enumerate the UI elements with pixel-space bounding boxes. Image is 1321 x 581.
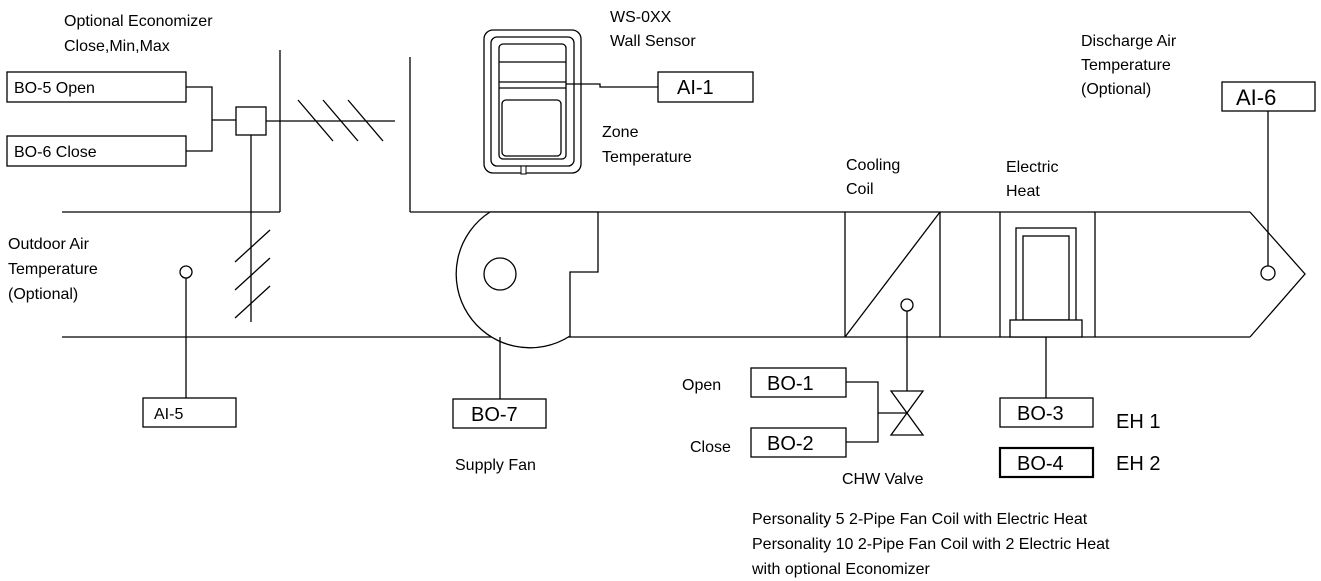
wall-sensor-line2: Wall Sensor — [610, 33, 696, 50]
bo4-label: BO-4 — [1017, 453, 1064, 475]
heater-base — [1009, 319, 1083, 338]
ai1-label: AI-1 — [677, 77, 714, 99]
bo7-box — [452, 398, 547, 429]
electric-heat-line1: Electric — [1006, 159, 1058, 176]
discharge-label-line2: Temperature — [1081, 57, 1171, 74]
zone-temp-line2: Temperature — [602, 149, 692, 166]
discharge-sensor-icon — [1260, 265, 1276, 281]
fan-hub-icon — [483, 257, 517, 291]
valve-body-bottom — [889, 411, 925, 436]
outdoor-label-line3: (Optional) — [8, 286, 78, 303]
caption: Personality 5 2-Pipe Fan Coil with Elect… — [751, 511, 1110, 578]
bo1-box — [750, 367, 847, 398]
outdoor-damper-blade-3 — [234, 285, 271, 319]
outdoor-damper-blade-2 — [234, 257, 271, 291]
valve-sensor-icon — [900, 298, 914, 312]
cooling-coil-line1: Cooling — [846, 157, 900, 174]
ai6-label: AI-6 — [1236, 85, 1276, 110]
open-label: Open — [682, 377, 721, 394]
wall-sensor-bezel — [490, 36, 575, 167]
ai5-label: AI-5 — [154, 406, 183, 423]
close-label: Close — [690, 439, 731, 456]
wall-sensor: WS-0XX Wall Sensor AI-1 Zone Temperature — [483, 9, 754, 175]
zone-temp-line1: Zone — [602, 124, 639, 141]
bo2-box — [750, 427, 847, 458]
wall-sensor-tab — [520, 165, 527, 175]
return-damper-blade-2 — [322, 99, 359, 142]
bo5-open-label: BO-5 Open — [14, 80, 95, 97]
eh2-label: EH 2 — [1116, 453, 1160, 475]
duct-discharge-end — [1249, 211, 1306, 338]
outdoor-sensor-icon — [179, 265, 193, 279]
return-damper-blade-3 — [347, 99, 384, 142]
cooling-coil: Cooling Coil BO-1 BO-2 Open Close CHW Va… — [682, 157, 941, 488]
supply-fan: BO-7 Supply Fan — [452, 211, 599, 474]
valve-body-top — [889, 390, 925, 415]
caption-line1: Personality 5 2-Pipe Fan Coil with Elect… — [752, 511, 1088, 528]
caption-line2: Personality 10 2-Pipe Fan Coil with 2 El… — [752, 536, 1110, 553]
bo6-close-label: BO-6 Close — [14, 144, 97, 161]
ai6-box — [1221, 81, 1316, 112]
bo6-close-box — [6, 135, 187, 167]
wall-sensor-body — [483, 29, 582, 174]
return-damper-blade-1 — [297, 99, 334, 142]
wall-sensor-line1: WS-0XX — [610, 9, 672, 26]
ai1-box — [657, 71, 754, 103]
fan-housing — [455, 211, 599, 349]
economizer-title-line2: Close,Min,Max — [64, 38, 170, 55]
heater-element — [1022, 235, 1070, 321]
bo1-label: BO-1 — [767, 373, 814, 395]
damper-actuator — [235, 106, 267, 136]
economizer-bracket — [186, 86, 213, 152]
outdoor-label-line2: Temperature — [8, 261, 98, 278]
economizer-assembly: Optional Economizer Close,Min,Max BO-5 O… — [6, 13, 395, 322]
discharge-label-line1: Discharge Air — [1081, 33, 1177, 50]
chw-valve-label: CHW Valve — [842, 471, 924, 488]
bo7-label: BO-7 — [471, 404, 518, 426]
discharge-label-line3: (Optional) — [1081, 81, 1151, 98]
outdoor-damper-blade-1 — [234, 229, 271, 263]
wall-sensor-face — [498, 43, 567, 160]
bo3-box — [999, 397, 1094, 428]
outdoor-air-sensor: Outdoor Air Temperature (Optional) AI-5 — [8, 236, 237, 428]
electric-heat-line2: Heat — [1006, 183, 1040, 200]
wall-sensor-display — [501, 99, 562, 157]
bo4-box — [998, 446, 1095, 479]
valve-bracket — [846, 381, 879, 443]
coil-diagonal — [844, 211, 941, 338]
bo2-label: BO-2 — [767, 433, 814, 455]
discharge-air-sensor: Discharge Air Temperature (Optional) AI-… — [1081, 33, 1316, 281]
caption-line3: with optional Economizer — [751, 561, 931, 578]
eh1-label: EH 1 — [1116, 411, 1160, 433]
bo5-open-box — [6, 71, 187, 103]
wall-sensor-wire — [566, 83, 658, 88]
cooling-coil-line2: Coil — [846, 181, 874, 198]
electric-heat: Electric Heat BO-3 EH 1 BO-4 EH 2 — [998, 159, 1160, 479]
outdoor-label-line1: Outdoor Air — [8, 236, 90, 253]
ai5-box — [142, 397, 237, 428]
economizer-title-line1: Optional Economizer — [64, 13, 213, 30]
bo3-label: BO-3 — [1017, 403, 1064, 425]
supply-fan-label: Supply Fan — [455, 457, 536, 474]
